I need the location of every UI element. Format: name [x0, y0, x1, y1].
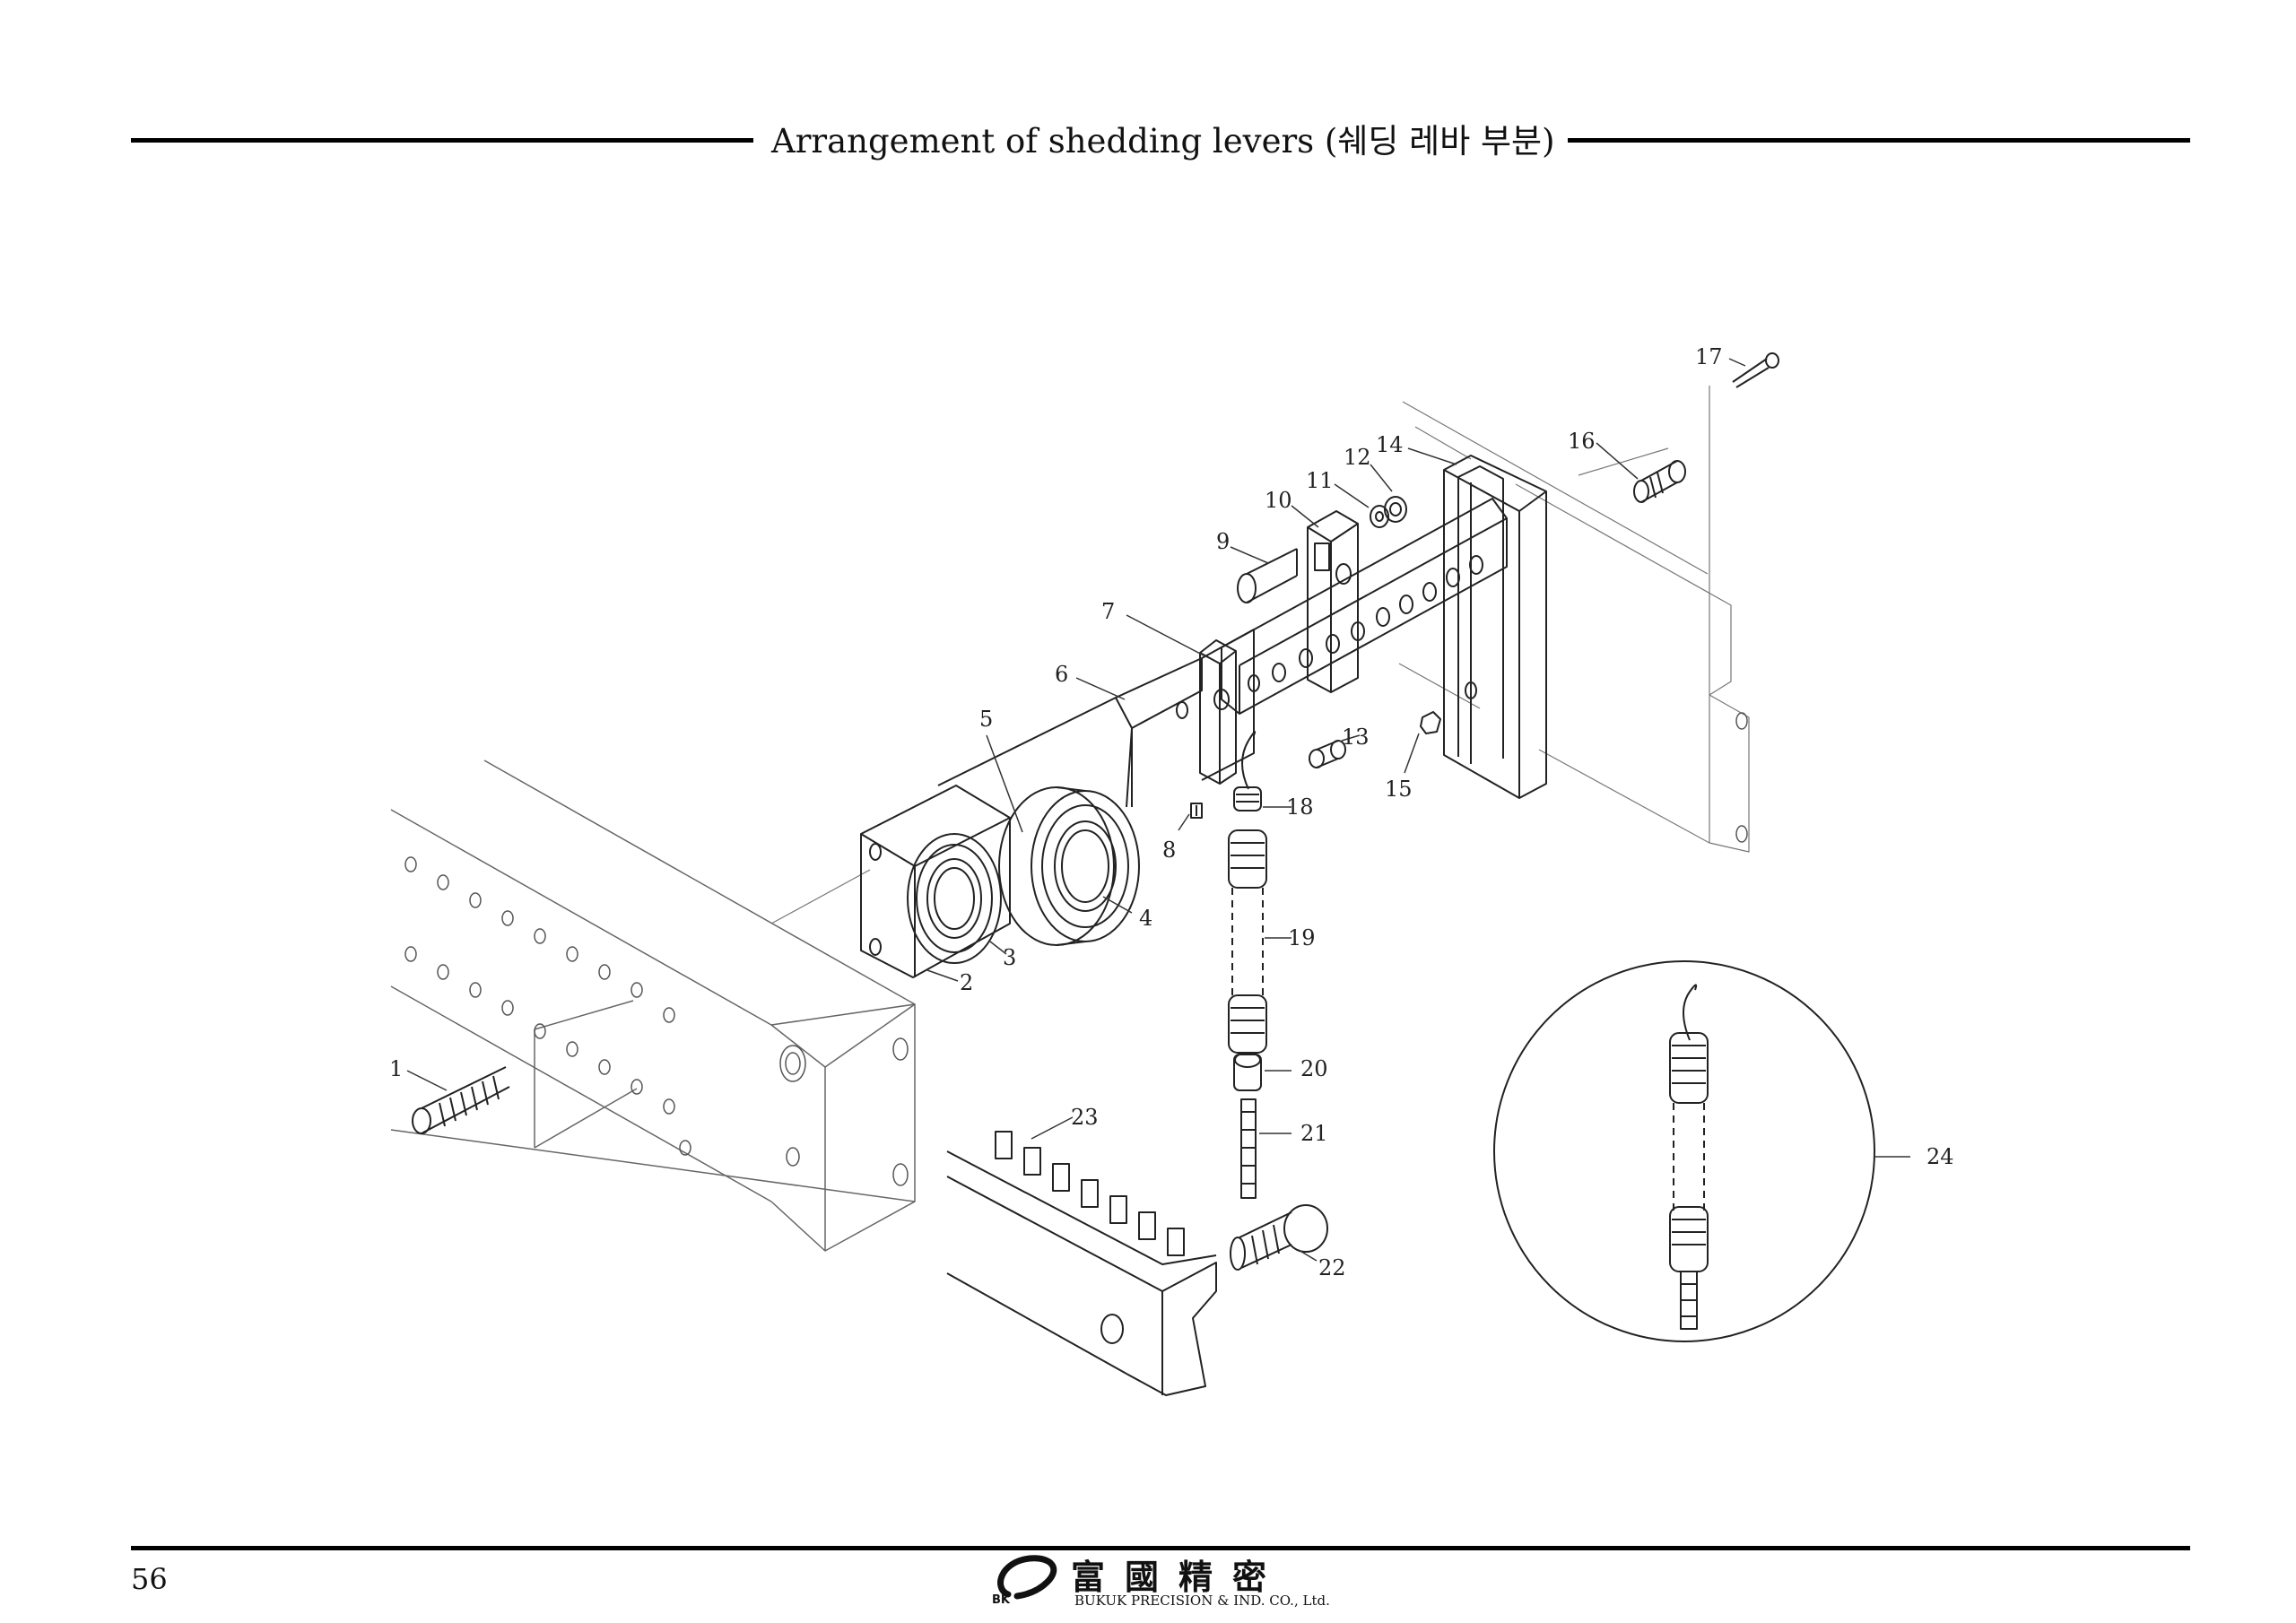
callout-5: 5 [979, 707, 993, 732]
callout-8: 8 [1162, 838, 1176, 863]
footer-rule [131, 1546, 2190, 1550]
brand-hanja: 富國精密 [1071, 1557, 1287, 1597]
projection-lines [770, 386, 1750, 924]
page-number: 56 [131, 1562, 168, 1596]
callout-19: 19 [1288, 925, 1316, 950]
beam-holes [404, 856, 909, 1186]
nut-12 [1384, 496, 1407, 523]
brand-name: BUKUK PRECISION & IND. CO., Ltd. [1074, 1593, 1330, 1609]
bearing-large [998, 786, 1140, 946]
callout-11: 11 [1306, 468, 1334, 493]
callout-20: 20 [1300, 1056, 1328, 1081]
callout-23: 23 [1071, 1105, 1099, 1130]
callout-7: 7 [1101, 599, 1115, 624]
frame-beam [390, 759, 916, 1252]
small-clip [1190, 803, 1203, 819]
bolt-22 [1230, 1204, 1328, 1271]
screw-1 [412, 1066, 510, 1134]
page-title: Arrangement of shedding levers (쉐딩 레바 부분… [771, 122, 1555, 161]
bearing-small [907, 833, 1002, 964]
pin-13 [1309, 740, 1346, 768]
guide-bracket [1443, 455, 1547, 799]
slider-block [1307, 510, 1359, 693]
callout-16: 16 [1568, 429, 1596, 454]
callout-6: 6 [1055, 662, 1068, 687]
callout-3: 3 [1003, 945, 1016, 970]
header-rule-left [131, 138, 753, 143]
spring-assembly [1228, 731, 1267, 1199]
callout-2: 2 [960, 970, 973, 995]
detail-circle [1493, 960, 1875, 1342]
callout-12: 12 [1344, 445, 1371, 470]
callout-9: 9 [1216, 529, 1230, 554]
bolt-17 [1732, 352, 1779, 388]
callout-4: 4 [1139, 906, 1152, 931]
callout-13: 13 [1342, 725, 1370, 750]
callout-labels: 1 2 3 4 5 6 7 8 9 10 11 12 13 14 15 16 1… [389, 344, 1954, 1280]
bearing-housing-plate [860, 785, 1011, 978]
callout-1: 1 [389, 1056, 403, 1081]
callout-14: 14 [1376, 432, 1404, 457]
comb-bar [946, 1131, 1217, 1396]
clamp-block [1199, 639, 1237, 785]
callout-21: 21 [1300, 1121, 1328, 1146]
bolt-16 [1633, 460, 1686, 503]
callout-18: 18 [1286, 794, 1314, 820]
callout-24: 24 [1926, 1144, 1954, 1169]
washer-11 [1370, 505, 1389, 528]
header-rule-right [1568, 138, 2190, 143]
callout-17: 17 [1695, 344, 1723, 369]
mount-plate-holes [1735, 712, 1748, 843]
bukuk-logo-icon: BK [992, 1555, 1057, 1607]
nut-15 [1420, 711, 1441, 734]
logo-letters: BK [992, 1593, 1011, 1607]
leader-lines [406, 358, 1910, 1262]
perforated-lever-bar [1221, 498, 1508, 715]
callout-15: 15 [1385, 777, 1413, 802]
callout-10: 10 [1265, 488, 1292, 513]
callout-22: 22 [1318, 1255, 1346, 1280]
bolt-9 [1237, 548, 1298, 603]
